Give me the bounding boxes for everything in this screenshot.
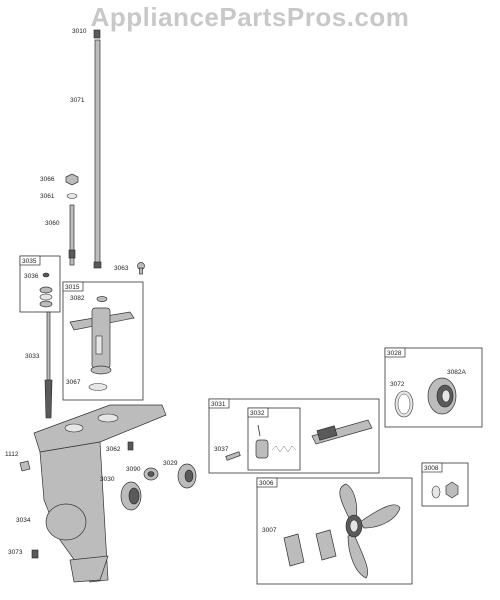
part-3007-bushing-set[interactable] bbox=[283, 529, 337, 567]
label-3072: 3072 bbox=[390, 381, 405, 388]
label-3067: 3067 bbox=[66, 379, 81, 386]
part-3037-pin[interactable] bbox=[225, 451, 241, 461]
group-box-3031 bbox=[208, 398, 380, 474]
group-label-3008: 3008 bbox=[424, 465, 439, 472]
group-label-3035: 3035 bbox=[22, 258, 37, 265]
group-box-3015 bbox=[62, 281, 144, 401]
part-3090-gear[interactable] bbox=[143, 467, 159, 481]
label-3066: 3066 bbox=[40, 176, 55, 183]
label-3010: 3010 bbox=[72, 28, 87, 35]
group-label-3031: 3031 bbox=[211, 401, 226, 408]
group-label-3028: 3028 bbox=[387, 350, 402, 357]
part-3060-stud[interactable] bbox=[68, 204, 76, 266]
part-3067-o-ring[interactable] bbox=[88, 383, 108, 391]
label-3030: 3030 bbox=[100, 476, 115, 483]
part-3031-propeller-shaft[interactable] bbox=[311, 419, 373, 445]
label-3073: 3073 bbox=[8, 549, 23, 556]
group-label-3015: 3015 bbox=[65, 284, 80, 291]
part-3072-o-ring[interactable] bbox=[394, 390, 414, 418]
label-3034: 3034 bbox=[16, 517, 31, 524]
label-3029: 3029 bbox=[163, 460, 178, 467]
watermark-text: AppliancePartsPros.com bbox=[90, 2, 410, 32]
label-3037: 3037 bbox=[214, 446, 229, 453]
part-3073-screw[interactable] bbox=[31, 549, 39, 559]
part-3082a-bearing-carrier[interactable] bbox=[427, 377, 457, 415]
part-3066-nut[interactable] bbox=[65, 173, 79, 186]
label-3062: 3062 bbox=[106, 446, 121, 453]
group-box-3008 bbox=[421, 462, 469, 507]
label-3063: 3063 bbox=[114, 265, 129, 272]
part-3029-pinion-gear[interactable] bbox=[177, 463, 197, 489]
part-3008-nut-set[interactable] bbox=[431, 481, 459, 499]
part-3063-screw[interactable] bbox=[137, 262, 145, 275]
part-3032-clutch-set[interactable] bbox=[255, 424, 297, 459]
part-3006-propeller[interactable] bbox=[339, 483, 401, 579]
label-3071: 3071 bbox=[70, 97, 85, 104]
label-1112: 1112 bbox=[5, 451, 19, 458]
group-box-3006 bbox=[256, 477, 413, 585]
label-3036: 3036 bbox=[24, 273, 39, 280]
part-3071-drive-shaft[interactable] bbox=[93, 39, 102, 269]
part-1112-fitting[interactable] bbox=[19, 460, 31, 472]
part-3036-seal-set[interactable] bbox=[39, 272, 53, 308]
part-3034-gearcase-housing[interactable] bbox=[33, 404, 167, 583]
label-3060: 3060 bbox=[45, 220, 60, 227]
part-3030-forward-gear[interactable] bbox=[120, 481, 142, 511]
group-box-3032 bbox=[247, 407, 301, 471]
group-label-3006: 3006 bbox=[259, 480, 274, 487]
group-box-3028 bbox=[384, 347, 483, 428]
part-3062-screw[interactable] bbox=[127, 441, 134, 451]
label-3007: 3007 bbox=[262, 527, 277, 534]
label-3061: 3061 bbox=[40, 193, 55, 200]
label-3033: 3033 bbox=[25, 353, 40, 360]
part-3015-pump-housing[interactable] bbox=[69, 307, 135, 375]
part-3061-washer[interactable] bbox=[66, 193, 78, 199]
part-3033-tube[interactable] bbox=[44, 311, 53, 419]
part-3082-bushing[interactable] bbox=[96, 296, 108, 302]
label-3082a: 3082A bbox=[447, 369, 466, 376]
label-3082: 3082 bbox=[70, 295, 85, 302]
label-3090: 3090 bbox=[126, 466, 141, 473]
part-3010-top-cap[interactable] bbox=[93, 29, 101, 39]
group-label-3032: 3032 bbox=[250, 410, 265, 417]
